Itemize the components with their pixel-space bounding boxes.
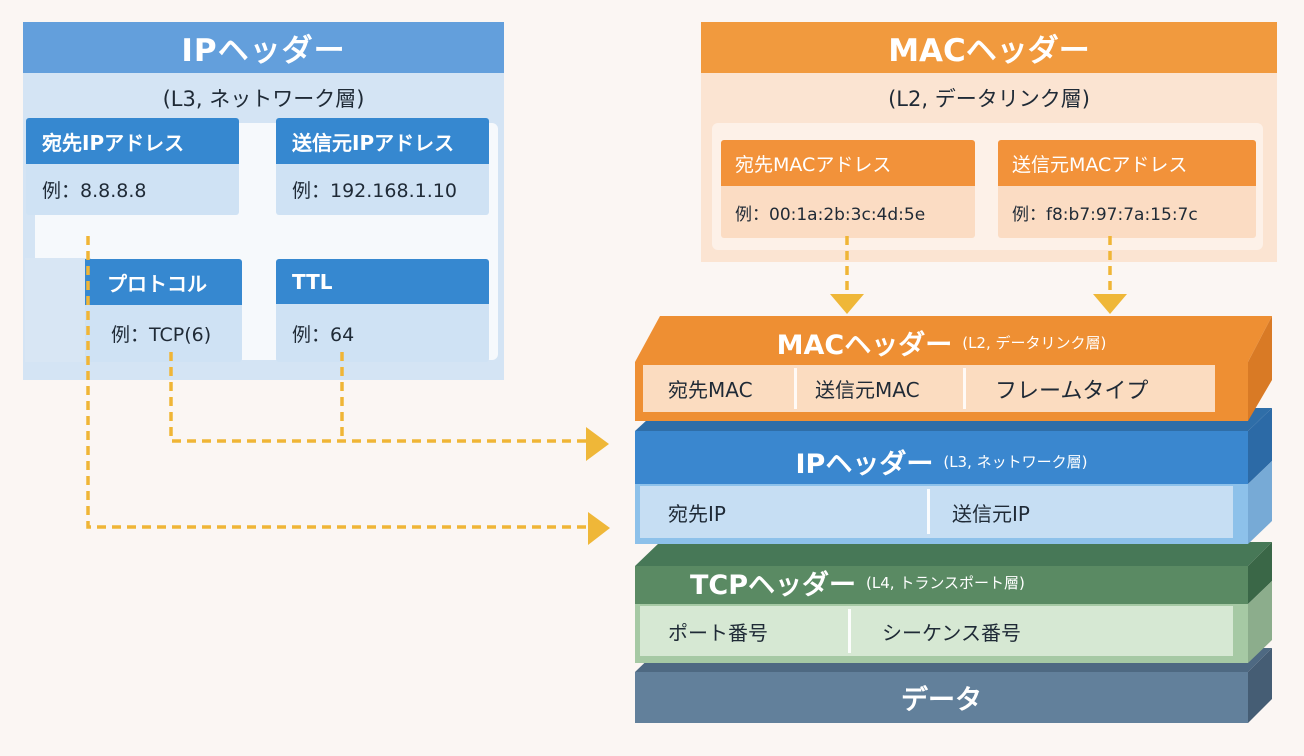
mac-cell-divider: [963, 368, 966, 409]
ip-field-protocol: プロトコル 例：TCP(6): [85, 259, 242, 362]
mac-card-title: MACヘッダー: [701, 22, 1277, 73]
field-label: 宛先MACアドレス: [721, 140, 975, 186]
ip-layer-title-text: IPヘッダー: [795, 448, 934, 480]
arrowhead-down-icon: [1093, 294, 1127, 314]
data-layer-side-face: [1248, 648, 1272, 723]
field-example: 例：192.168.1.10: [276, 164, 489, 215]
ip-layer-field-face: [635, 484, 1248, 544]
ip-layer-side-bottom: [1248, 461, 1272, 544]
mac-cell-frame-type: フレームタイプ: [995, 378, 1149, 404]
ip-card-title: IPヘッダー: [23, 22, 504, 73]
field-example: 例：f8:b7:97:7a:15:7c: [998, 186, 1256, 238]
mac-card-subtitle: (L2, データリンク層): [888, 87, 1090, 111]
ip-layer-title: IPヘッダー (L3, ネットワーク層): [635, 441, 1248, 481]
ip-layer-field-inner: [640, 486, 1233, 538]
field-example: 例：TCP(6): [85, 305, 242, 362]
tcp-layer-side-top: [1248, 542, 1272, 604]
ip-field-ttl: TTL 例：64: [276, 259, 489, 362]
field-label: 送信元MACアドレス: [998, 140, 1256, 186]
field-example: 例：8.8.8.8: [26, 164, 239, 215]
tcp-cell-port: ポート番号: [668, 620, 768, 645]
arrowhead-down-icon: [830, 294, 864, 314]
field-example: 例：00:1a:2b:3c:4d:5e: [721, 186, 975, 238]
ip-field-source: 送信元IPアドレス 例：192.168.1.10: [276, 118, 489, 215]
ip-layer-top-face: [635, 408, 1272, 431]
tcp-cell-divider: [848, 609, 851, 653]
field-label: プロトコル: [85, 259, 242, 305]
mac-layer-title-text: MACヘッダー: [776, 329, 953, 361]
field-label: TTL: [276, 259, 489, 304]
mac-cell-source: 送信元MAC: [815, 378, 920, 402]
arrowhead-right-icon: [586, 427, 609, 461]
tcp-cell-sequence: シーケンス番号: [882, 620, 1021, 645]
ip-cell-divider: [927, 489, 930, 534]
ip-card-subtitle: (L3, ネットワーク層): [162, 87, 365, 111]
tcp-layer-side-bottom: [1248, 581, 1272, 663]
mac-layer-side-face: [1248, 316, 1272, 421]
mac-cell-destination: 宛先MAC: [668, 378, 753, 402]
field-label: 宛先IPアドレス: [26, 118, 239, 164]
mac-cell-divider: [794, 368, 797, 409]
tcp-layer-subtitle: (L4, トランスポート層): [866, 573, 1025, 592]
ip-layer-side-top: [1248, 408, 1272, 484]
ip-field-backdrop: [25, 258, 91, 362]
mac-layer-subtitle: (L2, データリンク層): [962, 333, 1107, 352]
field-example: 例：64: [276, 304, 489, 362]
ip-cell-destination: 宛先IP: [668, 501, 726, 526]
mac-field-destination: 宛先MACアドレス 例：00:1a:2b:3c:4d:5e: [721, 140, 975, 238]
data-layer-title: データ: [901, 685, 982, 716]
mac-layer-title: MACヘッダー (L2, データリンク層): [635, 322, 1248, 362]
tcp-layer-title: TCPヘッダー (L4, トランスポート層): [690, 562, 1025, 602]
ip-field-destination: 宛先IPアドレス 例：8.8.8.8: [26, 118, 239, 215]
arrowhead-right-icon: [588, 512, 610, 545]
tcp-layer-title-text: TCPヘッダー: [690, 569, 857, 601]
field-label: 送信元IPアドレス: [276, 118, 489, 164]
ip-layer-subtitle: (L3, ネットワーク層): [943, 452, 1088, 471]
ip-cell-source: 送信元IP: [952, 501, 1030, 526]
mac-field-source: 送信元MACアドレス 例：f8:b7:97:7a:15:7c: [998, 140, 1256, 238]
